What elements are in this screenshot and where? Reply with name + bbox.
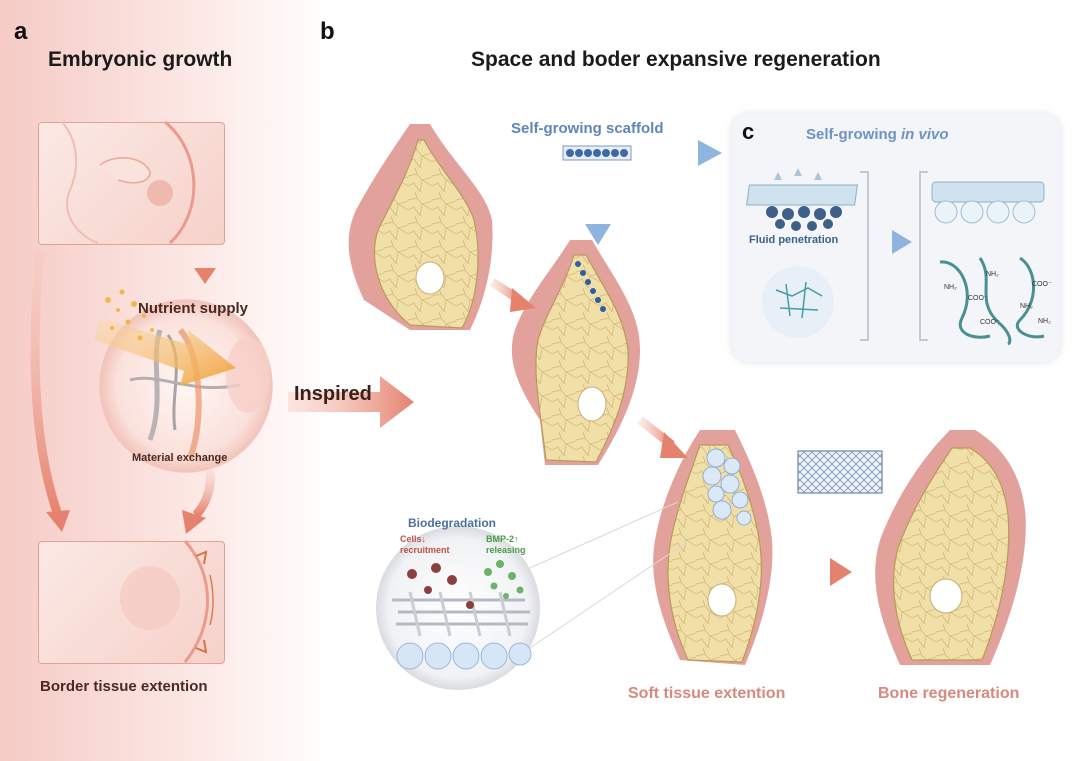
chem-label-3: NH₂ xyxy=(944,284,957,291)
cells-recruitment-label: Cells↓ recruitment xyxy=(400,534,450,555)
panel-b-title: Space and boder expansive regeneration xyxy=(471,48,881,71)
panel-c-title-prefix: Self-growing xyxy=(806,126,901,143)
bone-regeneration-label: Bone regeneration xyxy=(878,685,1020,702)
inspired-label: Inspired xyxy=(294,383,372,405)
arrow-bone2-to-bone3 xyxy=(637,416,688,458)
arrow-left-curve xyxy=(30,249,63,517)
chem-label-1: NH₂ xyxy=(986,271,999,278)
scaffold-label: Self-growing scaffold xyxy=(511,120,664,137)
arrow-down-a2 xyxy=(192,469,215,519)
border-tissue-label: Border tissue extention xyxy=(40,678,208,695)
swollen-network xyxy=(939,256,1045,346)
blue-arrow-down xyxy=(585,165,611,245)
panel-a-title: Embryonic growth xyxy=(48,48,233,71)
nutrient-supply-label: Nutrient supply xyxy=(138,300,249,317)
scaffold-bar xyxy=(562,145,632,161)
bone-2 xyxy=(511,240,640,465)
fluid-penetration-label: Fluid penetration xyxy=(749,234,839,246)
panel-c-title: Self-growing in vivo xyxy=(806,126,949,143)
swollen-scaffold xyxy=(931,181,1045,224)
arrow-bone1-to-bone2 xyxy=(489,278,536,312)
fetus-shape xyxy=(226,337,270,413)
placenta-border xyxy=(177,327,202,460)
nutrient-arrow xyxy=(94,318,236,386)
bone-1 xyxy=(348,124,493,330)
panel-c-title-italic: in vivo xyxy=(901,126,949,143)
chem-label-4: COO⁻ xyxy=(1032,281,1052,288)
arrow-down-a2-head xyxy=(182,510,206,534)
vessel-strand-2 xyxy=(129,376,241,390)
nutrient-particles xyxy=(105,289,154,341)
material-exchange-label: Material exchange xyxy=(132,452,228,464)
chem-label-6: COO⁻ xyxy=(980,319,1000,326)
arrow-left-curve-head xyxy=(46,510,70,532)
degrading-scaffold xyxy=(392,560,532,670)
biodegradation-label: Biodegradation xyxy=(408,516,497,530)
zoom-line-top xyxy=(529,501,679,569)
fluid-penetration-illustration xyxy=(746,168,858,231)
bmp-releasing-label: BMP-2↑ releasing xyxy=(486,534,526,555)
chem-label-2: COO⁻ xyxy=(968,295,988,302)
inspired-arrow xyxy=(288,376,414,428)
panel-c-letter: c xyxy=(742,119,755,144)
bracket-left xyxy=(860,171,869,341)
panel-a-letter: a xyxy=(14,18,28,45)
blue-arrow-right xyxy=(638,140,722,166)
arrow-panel-c xyxy=(874,230,912,254)
border-extension-illustration xyxy=(120,540,214,663)
chem-label-7: NH₂ xyxy=(1038,318,1051,325)
network-circle xyxy=(762,266,834,338)
pregnancy-illustration xyxy=(61,120,196,245)
bracket-right xyxy=(919,171,928,341)
soft-tissue-label: Soft tissue extention xyxy=(628,685,786,702)
arrow-down-a1-head xyxy=(194,268,216,284)
scaffold-mesh xyxy=(797,450,883,494)
chem-label-5: NH₂ xyxy=(1020,303,1033,310)
zoom-line-bottom xyxy=(517,539,691,657)
bone-3 xyxy=(653,430,773,665)
panel-b-letter: b xyxy=(320,18,335,45)
arrow-bone3-to-bone4 xyxy=(796,558,852,586)
polymer-network xyxy=(775,281,823,319)
bone-4 xyxy=(875,430,1026,665)
